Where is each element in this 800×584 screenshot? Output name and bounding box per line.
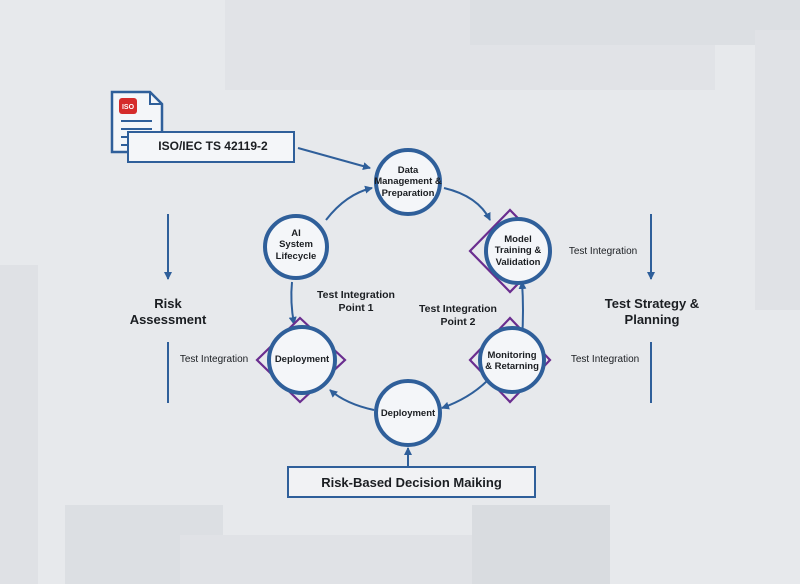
arrow-lifecycle-to-data [325,185,373,221]
node-ai-lifecycle-label: AI System Lifecycle [275,228,317,262]
circle-monitoring [478,326,546,394]
bg-panel [180,535,480,584]
standard-label-box [127,131,295,163]
test-integration-point2-label: Test Integration Point 2 [419,303,497,328]
circle-data-management [374,148,442,216]
arrow-lifecycle-to-deployment [288,281,297,325]
bg-panel [470,0,800,45]
arrow-standard-to-data [297,147,371,170]
right-test-integration-top-label: Test Integration [568,246,638,257]
bg-panel [472,505,610,584]
risk-based-decision-label: Risk-Based Decision Maiking [321,474,502,490]
right-test-integration-bottom-label: Test Integration [570,354,640,365]
test-integration-point1-label: Test Integration Point 1 [317,289,395,314]
bg-panel [755,30,800,310]
circle-model-training [484,217,552,285]
risk-based-decision-box: Risk-Based Decision Maiking [287,466,536,498]
arrow-monitoring-to-deployment [441,379,489,410]
risk-assessment-title: Risk Assessment [129,296,207,327]
circle-deployment-bottom [374,379,442,447]
iso-badge [119,98,137,114]
standard-label: ISO/IEC TS 42119-2 [158,139,268,153]
arrow-data-to-model [443,187,491,221]
node-data-management-label: Data Management & Preparation [374,165,442,199]
document-icon: ISO [110,90,164,154]
node-deployment-bottom-label: Deployment [380,408,436,419]
iso-badge-text: ISO [122,104,135,111]
test-strategy-title: Test Strategy & Planning [604,296,700,327]
node-model-training-label: Model Training & Validation [494,234,542,268]
left-test-integration-label: Test Integration [179,354,249,365]
node-deployment-left-label: Deployment [274,354,330,365]
arrow-deployment-to-deployment [329,389,375,411]
circle-deployment-left [267,325,337,395]
circle-ai-lifecycle [263,214,329,280]
node-monitoring-label: Monitoring & Retarning [485,350,539,373]
bg-panel [0,265,38,584]
